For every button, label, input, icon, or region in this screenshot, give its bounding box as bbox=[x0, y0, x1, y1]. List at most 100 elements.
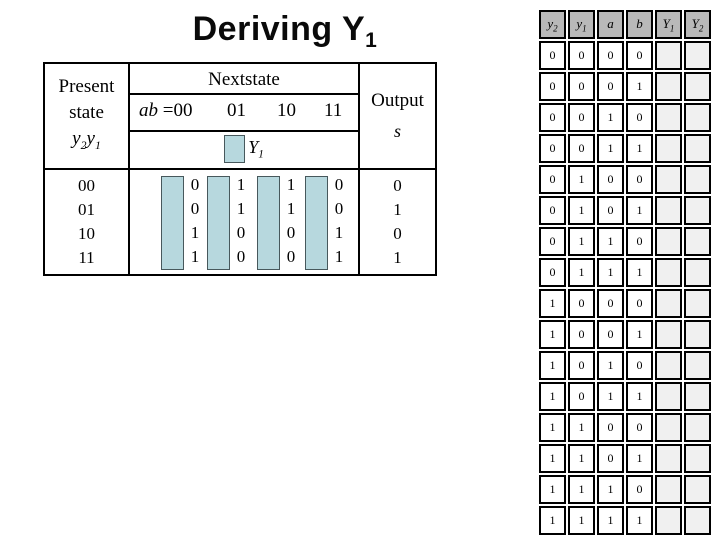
truth-cell: 0 bbox=[626, 351, 653, 380]
truth-table-row: 0 0 1 0 bbox=[539, 103, 711, 132]
truth-cell-empty-Y1 bbox=[655, 227, 682, 256]
truth-cell: 1 bbox=[626, 506, 653, 535]
truth-cell: 0 bbox=[539, 41, 566, 70]
truth-cell: 0 bbox=[539, 134, 566, 163]
truth-cell: 0 bbox=[568, 320, 595, 349]
present-state-value: 00 bbox=[78, 176, 95, 195]
truth-cell-empty-Y1 bbox=[655, 382, 682, 411]
present-header-line1: Present bbox=[58, 75, 115, 97]
truth-cell: 1 bbox=[539, 413, 566, 442]
truth-table-row: 0 0 0 0 bbox=[539, 41, 711, 70]
truth-cell-empty-Y1 bbox=[655, 351, 682, 380]
y2-mask-bar bbox=[207, 176, 230, 270]
truth-cell: 0 bbox=[568, 72, 595, 101]
truth-cell: 0 bbox=[568, 103, 595, 132]
output-value: 1 bbox=[393, 248, 402, 267]
truth-cell-empty-Y2 bbox=[684, 506, 711, 535]
truth-cell: 0 bbox=[539, 196, 566, 225]
truth-cell-empty-Y1 bbox=[655, 134, 682, 163]
truth-table-row: 1 0 0 0 bbox=[539, 289, 711, 318]
truth-cell: 1 bbox=[568, 506, 595, 535]
truth-cell: 1 bbox=[597, 134, 624, 163]
truth-cell: 1 bbox=[597, 506, 624, 535]
y2-mask-bar bbox=[305, 176, 328, 270]
truth-cell-empty-Y2 bbox=[684, 41, 711, 70]
truth-cell: 1 bbox=[626, 258, 653, 287]
slide-title: Deriving Y1 bbox=[120, 10, 450, 53]
truth-header-y2: y2 bbox=[539, 10, 566, 39]
truth-table-row: 1 0 1 1 bbox=[539, 382, 711, 411]
y1-highlight-swatch bbox=[224, 135, 246, 163]
truth-cell: 1 bbox=[626, 72, 653, 101]
truth-table-body: 0 0 0 0 0 0 0 1 0 0 1 0 0 0 1 1 0 1 0 0 … bbox=[539, 41, 711, 535]
truth-header-a: a bbox=[597, 10, 624, 39]
truth-cell: 1 bbox=[597, 475, 624, 504]
truth-cell: 1 bbox=[539, 444, 566, 473]
present-state-value: 01 bbox=[78, 200, 95, 219]
truth-cell: 0 bbox=[626, 475, 653, 504]
truth-cell: 1 bbox=[568, 444, 595, 473]
truth-table-row: 1 1 0 0 bbox=[539, 413, 711, 442]
truth-cell: 1 bbox=[626, 134, 653, 163]
truth-cell-empty-Y1 bbox=[655, 196, 682, 225]
col-header-10: 10 bbox=[277, 100, 296, 121]
truth-cell-empty-Y1 bbox=[655, 258, 682, 287]
col-header-01: 01 bbox=[227, 100, 246, 121]
truth-cell-empty-Y1 bbox=[655, 165, 682, 194]
title-text: Deriving Y bbox=[192, 10, 366, 48]
truth-cell-empty-Y2 bbox=[684, 382, 711, 411]
truth-cell: 0 bbox=[626, 41, 653, 70]
truth-cell-empty-Y2 bbox=[684, 72, 711, 101]
truth-cell-empty-Y2 bbox=[684, 258, 711, 287]
truth-table-header-row: y2 y1 a b Y1 Y2 bbox=[539, 10, 711, 39]
nextstate-header-cell: Nextstate ab =00 01 10 11 Y1 bbox=[130, 64, 360, 170]
truth-cell-empty-Y2 bbox=[684, 103, 711, 132]
truth-cell: 0 bbox=[539, 227, 566, 256]
y1-legend-row: Y1 bbox=[130, 132, 358, 166]
ab-columns-row: ab =00 01 10 11 bbox=[130, 95, 358, 132]
truth-cell: 0 bbox=[626, 289, 653, 318]
truth-cell: 1 bbox=[597, 103, 624, 132]
truth-cell: 1 bbox=[626, 382, 653, 411]
truth-cell: 0 bbox=[597, 289, 624, 318]
truth-cell-empty-Y2 bbox=[684, 444, 711, 473]
truth-cell: 1 bbox=[539, 351, 566, 380]
present-state-value: 11 bbox=[78, 248, 95, 267]
truth-table-row: 1 1 1 0 bbox=[539, 475, 711, 504]
title-subscript: 1 bbox=[365, 29, 378, 52]
truth-cell-empty-Y1 bbox=[655, 289, 682, 318]
truth-cell-empty-Y1 bbox=[655, 72, 682, 101]
present-state-values: 00 01 10 11 bbox=[45, 170, 130, 274]
truth-cell: 1 bbox=[539, 506, 566, 535]
truth-cell: 0 bbox=[597, 72, 624, 101]
output-value: 0 bbox=[393, 224, 402, 243]
truth-cell-empty-Y2 bbox=[684, 134, 711, 163]
truth-cell-empty-Y2 bbox=[684, 196, 711, 225]
truth-cell: 1 bbox=[539, 320, 566, 349]
truth-cell-empty-Y2 bbox=[684, 165, 711, 194]
output-variable-s: s bbox=[393, 121, 401, 141]
truth-cell: 1 bbox=[568, 413, 595, 442]
truth-cell-empty-Y1 bbox=[655, 413, 682, 442]
truth-header-y1: y1 bbox=[568, 10, 595, 39]
truth-cell: 0 bbox=[568, 134, 595, 163]
truth-table-row: 0 0 0 1 bbox=[539, 72, 711, 101]
truth-table: y2 y1 a b Y1 Y2 0 0 0 0 0 0 0 1 0 0 1 0 … bbox=[537, 8, 713, 537]
truth-cell: 1 bbox=[597, 258, 624, 287]
truth-table-row: 0 1 1 0 bbox=[539, 227, 711, 256]
output-values: 0 1 0 1 bbox=[360, 170, 435, 274]
truth-table-row: 0 1 0 1 bbox=[539, 196, 711, 225]
truth-cell: 1 bbox=[568, 196, 595, 225]
truth-cell: 0 bbox=[626, 165, 653, 194]
truth-cell: 0 bbox=[568, 289, 595, 318]
truth-table-row: 1 1 1 1 bbox=[539, 506, 711, 535]
truth-cell-empty-Y1 bbox=[655, 41, 682, 70]
truth-cell: 1 bbox=[626, 444, 653, 473]
truth-cell: 0 bbox=[597, 413, 624, 442]
truth-cell-empty-Y2 bbox=[684, 227, 711, 256]
truth-cell: 1 bbox=[539, 475, 566, 504]
